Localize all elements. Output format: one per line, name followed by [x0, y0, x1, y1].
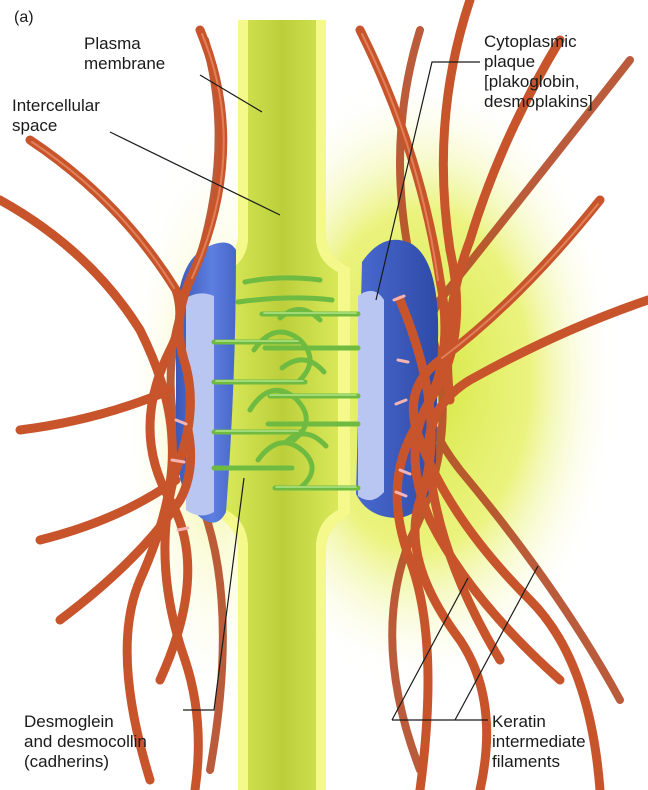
- cytoplasmic-plaque-label: Cytoplasmic plaque [plakoglobin, desmopl…: [484, 32, 593, 112]
- desmoglein-label: Desmoglein and desmocollin (cadherins): [24, 712, 147, 772]
- intercellular-space-line-1: Intercellular: [12, 96, 100, 116]
- cytoplasmic-plaque-line-1: Cytoplasmic: [484, 32, 593, 52]
- desmoglein-line-3: (cadherins): [24, 752, 147, 772]
- keratin-line-1: Keratin: [492, 712, 586, 732]
- desmoglein-line-2: and desmocollin: [24, 732, 147, 752]
- panel-label: (a): [14, 8, 34, 28]
- plasma-membrane-line-2: membrane: [84, 54, 165, 74]
- plasma-membrane-label: Plasma membrane: [84, 34, 165, 74]
- keratin-line-2: intermediate: [492, 732, 586, 752]
- desmoglein-line-1: Desmoglein: [24, 712, 147, 732]
- right-plaque-highlight: [358, 291, 384, 500]
- cytoplasmic-plaque-line-2: plaque: [484, 52, 593, 72]
- cytoplasmic-plaque-line-3: [plakoglobin,: [484, 72, 593, 92]
- intercellular-space-line-2: space: [12, 116, 100, 136]
- keratin-label: Keratin intermediate filaments: [492, 712, 586, 772]
- intercellular-space-label: Intercellular space: [12, 96, 100, 136]
- keratin-line-3: filaments: [492, 752, 586, 772]
- cytoplasmic-plaque-line-4: desmoplakins]: [484, 92, 593, 112]
- plasma-membrane-line-1: Plasma: [84, 34, 165, 54]
